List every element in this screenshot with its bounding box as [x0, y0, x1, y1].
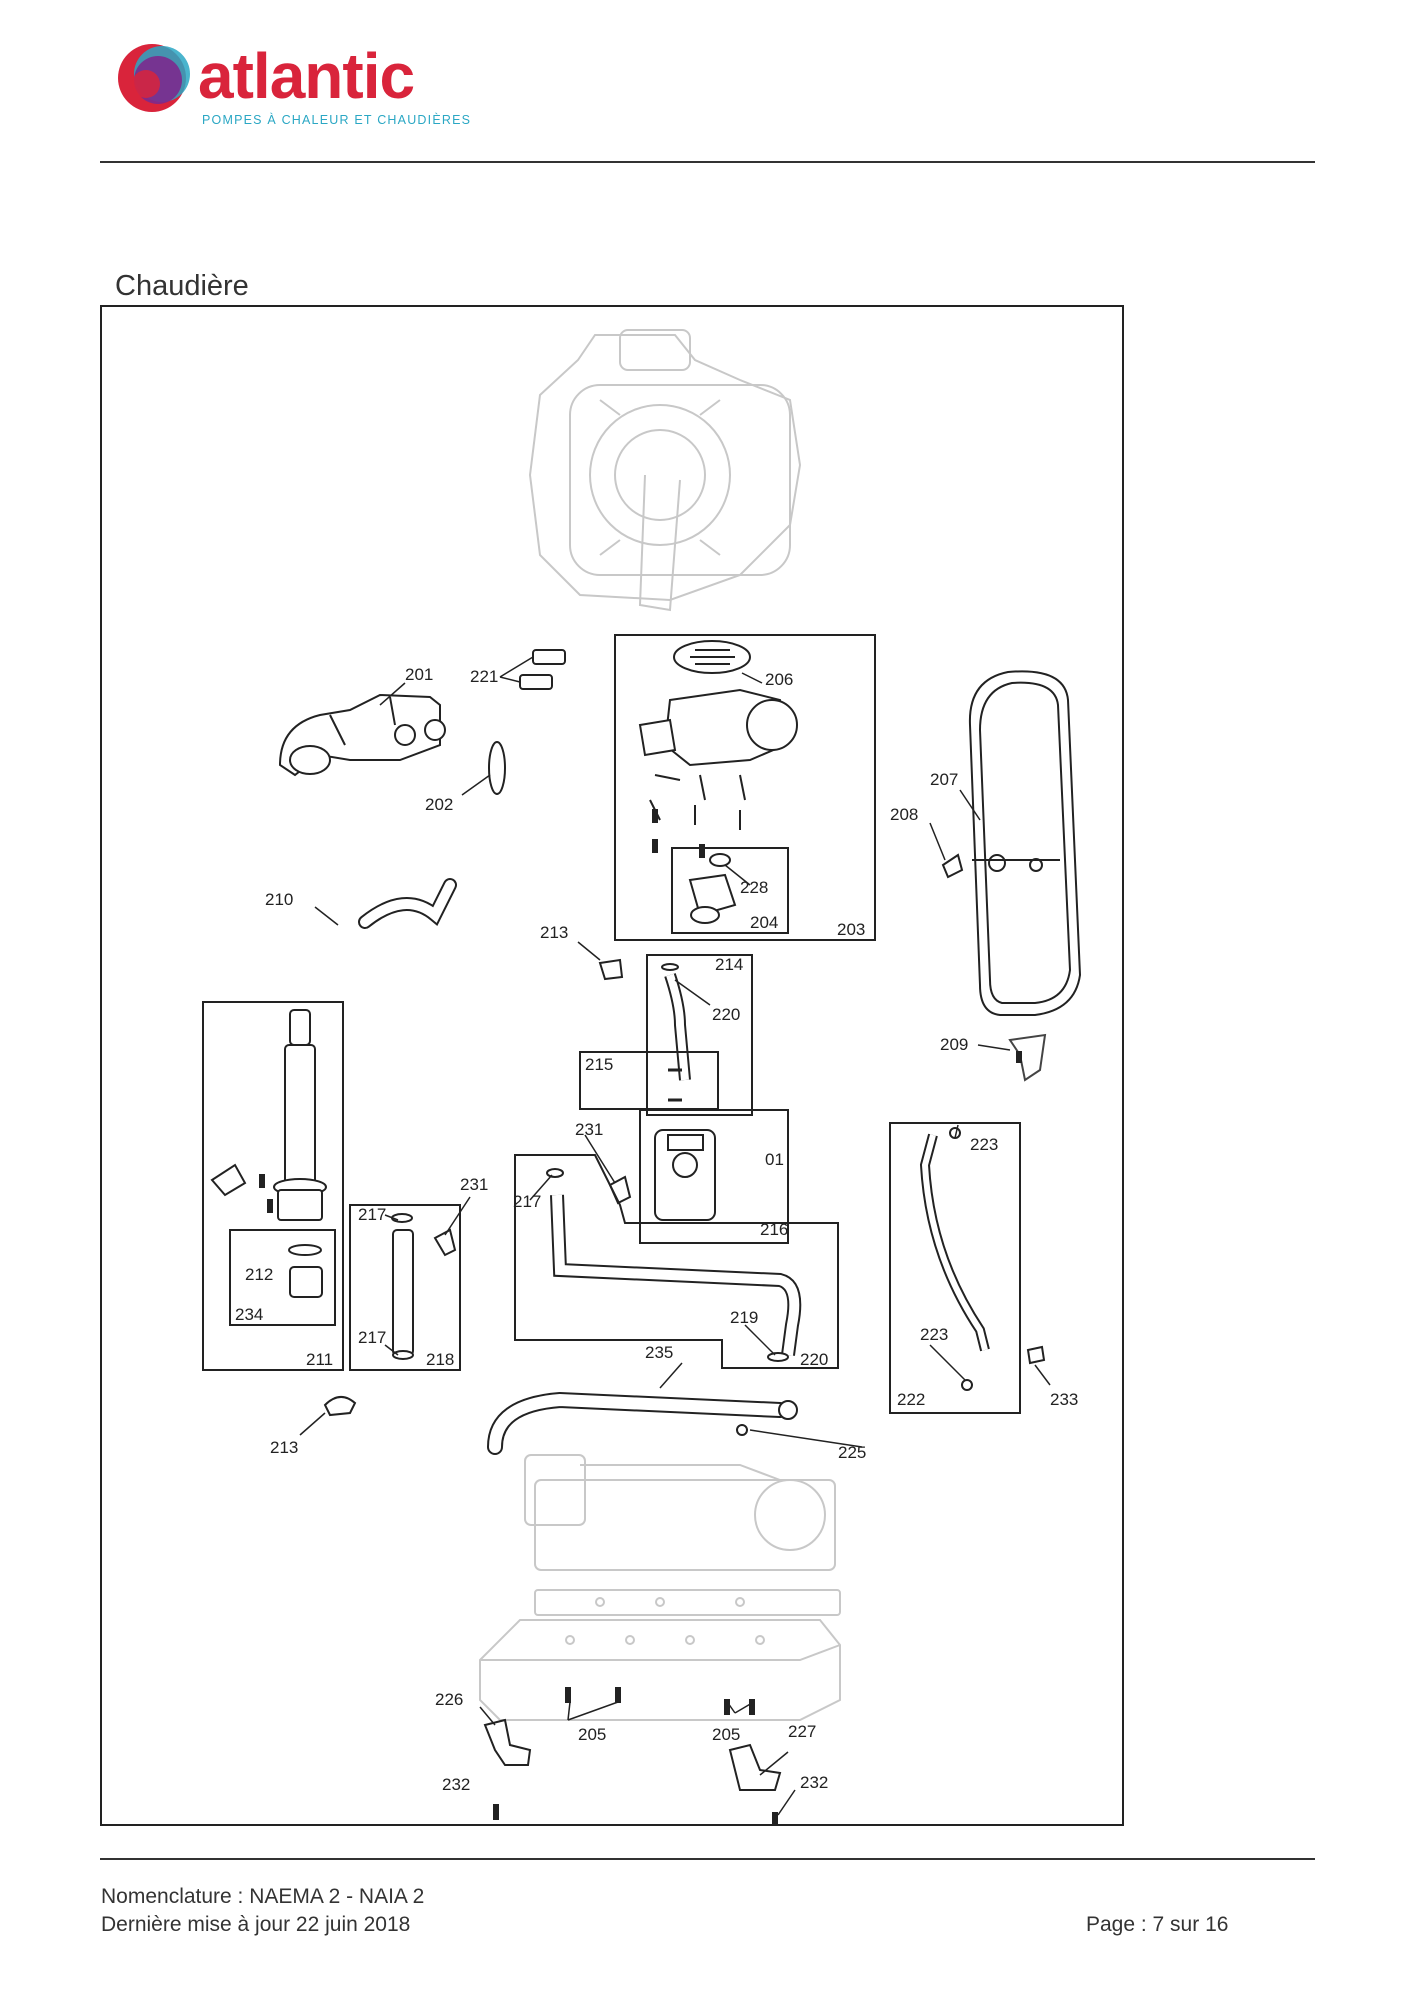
- label-228: 228: [740, 878, 768, 897]
- part-235-hose: [487, 1391, 798, 1455]
- footer-nomenclature: Nomenclature : NAEMA 2 - NAIA 2: [101, 1885, 425, 1908]
- label-218: 218: [426, 1350, 454, 1369]
- label-206: 206: [765, 670, 793, 689]
- label-235: 235: [645, 1343, 673, 1362]
- part-228-nut: [688, 853, 737, 924]
- label-232-right: 232: [800, 1773, 828, 1792]
- part-213-clip-lower: [323, 1396, 357, 1417]
- header-divider: [100, 161, 1315, 163]
- part-226-fitting: [483, 1718, 532, 1766]
- label-225: 225: [838, 1443, 866, 1462]
- label-201: 201: [405, 665, 433, 684]
- part-201-intake: [278, 693, 446, 777]
- label-208: 208: [890, 805, 918, 824]
- label-217-mid: 217: [513, 1192, 541, 1211]
- part-233-clip: [1026, 1345, 1046, 1365]
- label-220-lower: 220: [800, 1350, 828, 1369]
- part-206-cover: [673, 640, 751, 674]
- box-220: [514, 1154, 839, 1369]
- part-202-ring: [488, 741, 506, 795]
- part-213-clip-upper: [598, 958, 624, 981]
- label-234: 234: [235, 1305, 263, 1324]
- label-210: 210: [265, 890, 293, 909]
- label-205-left: 205: [578, 1725, 606, 1744]
- part-221-clips: [519, 649, 566, 690]
- label-226: 226: [435, 1690, 463, 1709]
- label-209: 209: [940, 1035, 968, 1054]
- label-231-upper: 231: [575, 1120, 603, 1139]
- part-209-bracket: [1008, 1033, 1047, 1082]
- label-216: 216: [760, 1220, 788, 1239]
- footer-last-update: Dernière mise à jour 22 juin 2018: [101, 1913, 411, 1936]
- box-211: [202, 1001, 344, 1371]
- label-221: 221: [470, 667, 498, 686]
- label-204: 204: [750, 913, 778, 932]
- part-227-fitting: [728, 1743, 782, 1791]
- box-218: [349, 1204, 461, 1371]
- label-217-lower: 217: [358, 1328, 386, 1347]
- part-207-expansion-vessel: [968, 670, 1082, 1016]
- part-203-pump: [638, 688, 798, 830]
- section-title: Chaudière: [115, 270, 249, 302]
- label-01: 01: [765, 1150, 784, 1169]
- part-214-pipe: [661, 963, 691, 1081]
- label-222: 222: [897, 1390, 925, 1409]
- footer-page-number: Page : 7 sur 16: [1086, 1913, 1229, 1936]
- part-208-clip: [941, 853, 964, 879]
- label-223-lower: 223: [920, 1325, 948, 1344]
- label-205-right: 205: [712, 1725, 740, 1744]
- part-210-elbow: [358, 878, 457, 929]
- hydraulic-block-faded: [479, 1454, 841, 1721]
- part-labels: 201 221 206 202 207 208 228 204 203 210 …: [235, 665, 1078, 1794]
- part-220-pipe: [546, 1168, 802, 1362]
- label-233: 233: [1050, 1390, 1078, 1409]
- exploded-parts-diagram: 201 221 206 202 207 208 228 204 203 210 …: [100, 305, 1124, 1826]
- box-214: [646, 954, 753, 1116]
- box-222: [889, 1122, 1021, 1414]
- logo-mark-icon: [118, 44, 190, 112]
- brand-tagline: POMPES À CHALEUR ET CHAUDIÈRES: [202, 112, 471, 127]
- part-215-seal: [668, 1068, 682, 1102]
- label-214: 214: [715, 955, 743, 974]
- footer-divider: [100, 1858, 1315, 1860]
- box-216: [639, 1109, 789, 1244]
- label-231-lower: 231: [460, 1175, 488, 1194]
- label-217-left: 217: [358, 1205, 386, 1224]
- atlantic-logo: atlantic POMPES À CHALEUR ET CHAUDIÈRES: [118, 40, 471, 127]
- screws: [259, 809, 1022, 1826]
- label-213-upper: 213: [540, 923, 568, 942]
- diagram-frame: [100, 305, 1124, 1826]
- part-218-tube: [391, 1213, 414, 1360]
- label-211: 211: [306, 1350, 333, 1369]
- box-204: [671, 847, 789, 934]
- label-232-left: 232: [442, 1775, 470, 1794]
- label-227: 227: [788, 1722, 816, 1741]
- label-215: 215: [585, 1055, 613, 1074]
- part-231-clip-left: [433, 1228, 457, 1257]
- label-219: 219: [730, 1308, 758, 1327]
- part-212-fitting: [288, 1244, 323, 1298]
- box-203: [614, 634, 876, 941]
- brand-name: atlantic: [198, 40, 414, 112]
- label-203: 203: [837, 920, 865, 939]
- label-207: 207: [930, 770, 958, 789]
- heat-exchanger-faded: [528, 329, 802, 612]
- label-202: 202: [425, 795, 453, 814]
- label-220-upper: 220: [712, 1005, 740, 1024]
- label-223-upper: 223: [970, 1135, 998, 1154]
- box-234: [229, 1229, 336, 1326]
- label-212: 212: [245, 1265, 273, 1284]
- part-216-valve: [654, 1129, 716, 1221]
- part-211-tube: [210, 1009, 327, 1221]
- leader-lines: [299, 656, 1051, 1816]
- part-222-pipe: [919, 1127, 990, 1391]
- label-213-lower: 213: [270, 1438, 298, 1457]
